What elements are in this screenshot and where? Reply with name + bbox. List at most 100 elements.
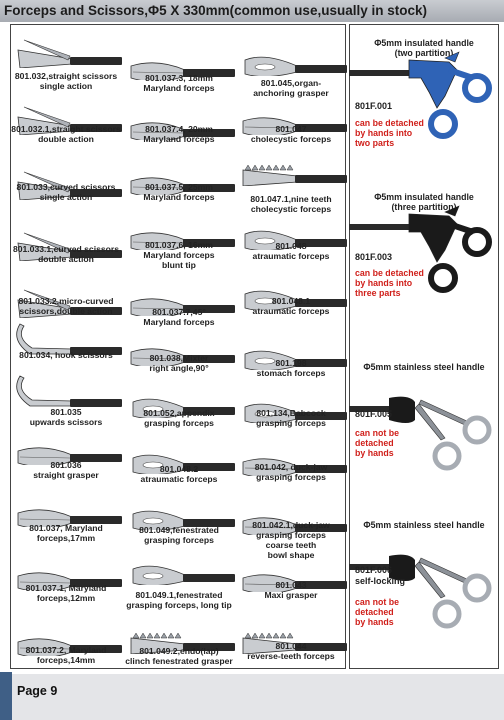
instrument-801-037-6: 801.037.6, 16mm Maryland forceps blunt t… [123,210,235,274]
instrument-caption: 801.032.1,straight scissors double actio… [11,124,121,144]
instrument-caption: 801.045,organ- anchoring grasper [253,78,329,98]
instrument-caption: 801.047 cholecystic forceps [250,124,332,144]
handle-code: 801F.006 self-locking [355,565,406,586]
instrument-801-038: 801.038,Mixter right angle,90° [123,326,235,390]
instrument-801-037-2: 801.037.2, Maryland forceps,14mm [10,616,122,680]
instrument-caption: 801.048.2 atraumatic forceps [140,464,218,484]
instrument-caption: 801.036 straight grasper [33,460,99,480]
instrument-tip-image [17,232,122,261]
instrument-801-045: 801.045,organ- anchoring grasper [235,36,347,100]
instrument-801-198: 801.198 stomach forceps [235,330,347,394]
instrument-caption: 801.042.1,duck-jaw grasping forceps coar… [252,520,330,560]
instrument-tip-image [17,447,122,465]
instrument-tip-image [244,290,347,310]
instrument-tip-image [130,232,235,250]
instrument-801-037: 801.037, Maryland forceps,17mm [10,487,122,551]
handle-note: can not be detached by hands [355,597,399,627]
instrument-801-037-3: 801.037.3, 18mm Maryland forceps [123,40,235,104]
instrument-tip-image [130,298,235,316]
instrument-801-032: 801.032,straight scissors single action [10,28,122,92]
instrument-tip-image [242,517,347,535]
instrument-tip-image [244,56,347,76]
handle-title: Φ5mm stainless steel handle [363,362,485,372]
instrument-801-037-5: 801.037.5, 25mm Maryland forceps [123,155,235,219]
instrument-caption: 801.033.1,curved scissors double action [12,244,120,264]
instrument-tip-image [130,62,235,80]
instrument-801-037-1: 801.037.1, Maryland forceps,12mm [10,550,122,614]
instrument-caption: 801.048.1 atraumatic forceps [252,296,330,316]
instrument-tip-image [132,398,235,418]
instrument-801-036: 801.036 straight grasper [10,425,122,489]
instrument-caption: 801.037.3, 18mm Maryland forceps [143,73,215,93]
instrument-801-049-2: 801.049.2,endo(lap) clinch fenestrated g… [123,614,235,678]
instrument-tip-image [132,454,235,474]
handle-figure [349,380,499,495]
instrument-caption: 801.037.5, 25mm Maryland forceps [143,182,215,202]
handle-code: 801F.003 [355,252,393,262]
instrument-801-048-1: 801.048.1 atraumatic forceps [235,270,347,334]
instrument-caption: 801.042, duck-jaw grasping forceps [254,462,328,482]
instrument-caption: 801.049,fenestrated grasping forceps [139,525,219,545]
instrument-801-042-1: 801.042.1,duck-jaw grasping forceps coar… [235,495,347,560]
instrument-tip-image [17,289,122,318]
instrument-caption: 801.049.1,fenestrated grasping forceps, … [126,590,232,610]
instrument-801-048-2: 801.048.2 atraumatic forceps [123,434,235,498]
instrument-tip-image [244,230,347,250]
instrument-caption: 801.048 atraumatic forceps [252,241,330,261]
instrument-caption: 801.044 reverse-teeth forceps [247,641,335,661]
instrument-caption: 801.037.2, Maryland forceps,14mm [25,645,107,665]
instrument-tip-image [17,39,122,68]
handle-title: Φ5mm insulated handle (two partition) [374,38,474,58]
instrument-tip-image [242,574,347,592]
instrument-tip-image [130,177,235,195]
instrument-801-033-1: 801.033.1,curved scissors double action [10,221,122,285]
instrument-801-032-1: 801.032.1,straight scissors double actio… [10,95,122,159]
instrument-tip-image [130,122,235,140]
instrument-caption: 801.033,curved scissors single action [16,182,116,202]
handles-frame [349,24,499,669]
handle-note: can not be detached by hands [355,428,399,458]
instrument-tip-image [130,632,235,654]
instrument-801-037-7: 801.037.7,45° Maryland forceps [123,276,235,340]
handle-image [349,554,492,629]
instrument-tip-image [242,164,347,186]
instrument-caption: 801.035 upwards scissors [29,407,103,427]
page-number: Page 9 [17,684,58,698]
instrument-caption: 801.037.4, 20mm Maryland forceps [143,124,215,144]
instrument-801-042: 801.042, duck-jaw grasping forceps [235,436,347,500]
handle-image [349,205,492,293]
instrument-tip-image [17,171,122,200]
handle-code: 801F.001 [355,101,393,111]
instrument-801-035: 801.035 upwards scissors [10,370,122,434]
instrument-tip-image [244,403,347,423]
instrument-801-052: 801.052,appendix grasping forceps [123,378,235,442]
instrument-caption: 801.198 stomach forceps [256,358,326,378]
instrument-801-033: 801.033,curved scissors single action [10,160,122,224]
instrument-caption: 801.032,straight scissors single action [14,71,118,91]
instrument-801-043: 801.043 Maxi grasper [235,552,347,616]
footer-tab [0,672,12,720]
instrument-801-049-1: 801.049.1,fenestrated grasping forceps, … [123,545,235,610]
instruments-frame [10,24,346,669]
instrument-801-037-4: 801.037.4, 20mm Maryland forceps [123,100,235,164]
instrument-tip-image [132,510,235,530]
handle-figure [349,48,499,163]
instrument-tip-image [242,632,347,654]
instrument-801-134: 801.134,Babcock grasping forceps [235,383,347,447]
instrument-tip-image [17,509,122,527]
instrument-tip-image [16,375,122,407]
instrument-caption: 801.037.7,45° Maryland forceps [143,307,215,327]
instrument-tip-image [17,638,122,656]
instrument-tip-image [132,565,235,585]
instrument-caption: 801.043 Maxi grasper [264,580,318,600]
handle-code: 801F.005 [355,409,393,419]
handle-figure [349,538,499,653]
instrument-801-047-1: 801.047.1,nine teeth cholecystic forceps [235,146,347,214]
instrument-tip-image [17,572,122,590]
handle-title: Φ5mm stainless steel handle [363,520,485,530]
instrument-tip-image [242,117,347,135]
instrument-tip-image [130,348,235,366]
footer-band [0,674,504,720]
instrument-caption: 801.037, Maryland forceps,17mm [29,523,103,543]
instrument-caption: 801.134,Babcock grasping forceps [256,408,326,428]
